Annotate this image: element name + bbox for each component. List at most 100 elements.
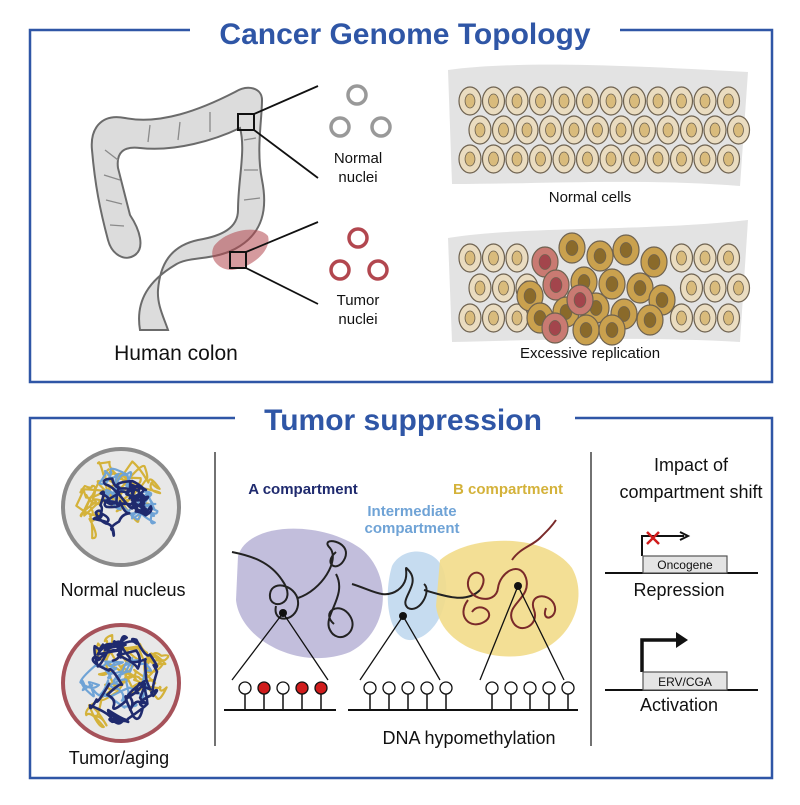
tumor-cell xyxy=(542,269,570,301)
tissue-cell xyxy=(468,273,492,303)
repression-arrow-head xyxy=(679,531,691,541)
normal-nuclei-label-line1: Normal xyxy=(334,150,382,167)
normal-cell xyxy=(656,115,680,145)
b-compartment-label: B compartment xyxy=(453,481,563,498)
chromatin-fiber xyxy=(231,540,481,638)
normal-cell xyxy=(693,144,717,174)
a-cpg-site xyxy=(238,681,252,710)
tumor-cell xyxy=(531,246,559,278)
tissue-cell xyxy=(458,243,482,273)
tissue-cell xyxy=(491,273,516,303)
normal-cell xyxy=(575,86,600,116)
compartment-diagram: A compartment B compartment Intermediate… xyxy=(224,481,579,748)
normal-nucleus-icon xyxy=(346,84,368,106)
repression-label: Repression xyxy=(633,580,724,600)
tumor-cell xyxy=(612,234,640,266)
colon-label: Human colon xyxy=(114,342,238,365)
normal-nucleus-icon xyxy=(370,116,392,138)
tissue-cell xyxy=(481,243,506,273)
colon-tumor-region xyxy=(212,229,269,270)
tumor-cell xyxy=(572,314,600,346)
top-panel-title: Cancer Genome Topology xyxy=(219,18,590,51)
tissue-cell xyxy=(669,303,694,333)
tissue-cell xyxy=(669,243,694,273)
colon-nuclei: Normal nuclei Tumor nuclei xyxy=(329,84,392,328)
top-panel: Cancer Genome Topology xyxy=(28,18,774,384)
normal-nucleus-icon xyxy=(329,116,351,138)
tumor-nucleus-chromatin xyxy=(79,634,170,729)
normal-cell xyxy=(585,115,610,145)
b-cpg-site xyxy=(485,681,499,710)
zoom-cone-lines xyxy=(231,585,565,681)
tumor-cell xyxy=(640,246,668,278)
tissue-cell xyxy=(703,273,727,303)
tissue-cell xyxy=(726,273,751,303)
intermediate-cpg-site xyxy=(420,681,434,710)
tissue-cell xyxy=(693,303,717,333)
intermediate-cpg-site xyxy=(439,681,453,710)
tissue-cell xyxy=(505,243,529,273)
blocked-x-icon xyxy=(646,531,660,545)
b-compartment-blob xyxy=(436,540,579,657)
normal-cell xyxy=(468,115,492,145)
bottom-panel: Tumor suppression xyxy=(28,404,774,780)
activation-label: Activation xyxy=(640,695,718,715)
impact-title-line1: Impact of xyxy=(654,455,729,475)
activation-promoter-arrow xyxy=(640,638,678,672)
b-chromatin-fiber xyxy=(462,519,557,630)
normal-cells xyxy=(458,86,751,174)
normal-cell xyxy=(481,144,506,174)
erv-cga-label: ERV/CGA xyxy=(658,675,712,689)
normal-cell xyxy=(505,144,529,174)
tumor-cell xyxy=(541,312,569,344)
normal-cell xyxy=(505,86,529,116)
colon-haustra-lines xyxy=(103,112,261,227)
tumor-cell xyxy=(558,232,586,264)
normal-cell xyxy=(622,86,647,116)
repression-promoter-arrow xyxy=(641,535,684,556)
normal-cells-label: Normal cells xyxy=(549,189,632,206)
oncogene-box xyxy=(642,555,728,574)
b-cpg-site xyxy=(504,681,518,710)
tumor-nuclei-label-line2: nuclei xyxy=(338,311,377,328)
methylation-label: DNA hypomethylation xyxy=(382,728,555,748)
tissue-cell xyxy=(505,303,529,333)
a-cpg-site xyxy=(295,681,309,710)
tumor-nucleus-label: Tumor/aging xyxy=(69,748,169,768)
intermediate-cpg-site xyxy=(363,681,377,710)
a-compartment-label: A compartment xyxy=(248,481,357,498)
tissue-cell xyxy=(716,303,741,333)
b-cpg-site xyxy=(523,681,537,710)
colon-normal-zoom-box xyxy=(237,113,255,131)
normal-cell xyxy=(609,115,633,145)
normal-cell xyxy=(703,115,727,145)
tumor-cell xyxy=(586,240,614,272)
erv-cga-box xyxy=(642,671,728,691)
a-cpg-site xyxy=(257,681,271,710)
normal-cell xyxy=(716,86,741,116)
top-panel-frame xyxy=(28,28,774,384)
normal-cell xyxy=(632,115,657,145)
normal-cell xyxy=(599,86,623,116)
tissue-cell xyxy=(679,273,704,303)
intermediate-label-line2: compartment xyxy=(364,520,459,537)
tissue-cell xyxy=(458,303,482,333)
bottom-panel-title: Tumor suppression xyxy=(264,404,542,437)
tumor-cells-label: Excessive replication xyxy=(520,345,660,362)
normal-cell xyxy=(646,86,670,116)
intermediate-cpg-site xyxy=(401,681,415,710)
tumor-cell xyxy=(566,284,594,316)
colon-illustration: Human colon xyxy=(90,85,319,365)
normal-nuclei-label-line2: nuclei xyxy=(338,169,377,186)
intermediate-cpg-site xyxy=(382,681,396,710)
normal-cell xyxy=(562,115,586,145)
activation-arrow-head xyxy=(676,632,688,648)
normal-cell xyxy=(622,144,647,174)
normal-cell xyxy=(716,144,741,174)
b-cpg-site xyxy=(561,681,575,710)
tissue-cell xyxy=(481,303,506,333)
tissue-cell xyxy=(716,243,741,273)
normal-nucleus-label: Normal nucleus xyxy=(60,580,185,600)
colon-zoom-lines xyxy=(245,85,319,305)
